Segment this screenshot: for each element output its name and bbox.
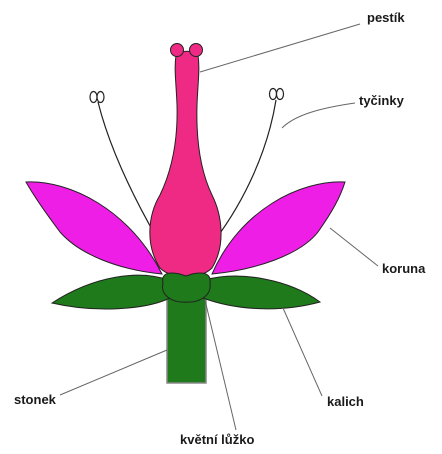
stem <box>167 295 206 383</box>
leader-line-kvetni-luzko <box>205 300 236 430</box>
label-pestik: pestík <box>367 10 405 25</box>
stamen-anther-right <box>270 89 284 100</box>
leader-line-stonek <box>60 350 167 395</box>
pistil <box>150 51 221 277</box>
petal-left <box>26 182 162 274</box>
leader-line-kalich <box>283 308 322 396</box>
leader-line-pestik <box>200 24 360 72</box>
leader-line-koruna <box>330 228 378 266</box>
leader-line-tycinky <box>282 103 355 128</box>
label-tycinky: tyčinky <box>359 93 404 108</box>
sepal-right <box>203 276 320 309</box>
label-kvetni-luzko: květní lůžko <box>180 432 254 447</box>
label-koruna: koruna <box>382 261 425 276</box>
petal-right <box>212 182 345 274</box>
label-kalich: kalich <box>327 394 364 409</box>
stamen-anther-left <box>90 92 104 103</box>
receptacle <box>163 273 211 302</box>
label-stonek: stonek <box>14 392 56 407</box>
sepal-left <box>52 275 170 309</box>
